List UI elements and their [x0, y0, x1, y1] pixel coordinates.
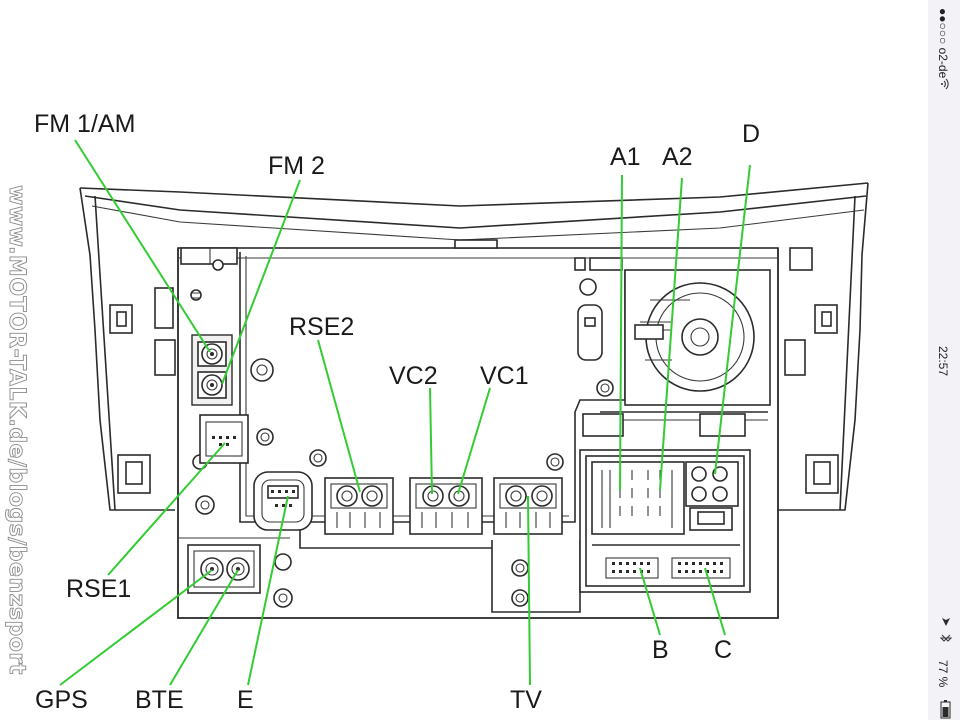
leader-fm1-am: [74, 139, 211, 353]
label-rse1: RSE1: [66, 575, 131, 603]
diagram-labels: FM 1/AM FM 2 RSE2 VC2 VC1 A1 A2 D RSE1 G…: [34, 110, 760, 714]
leader-b: [639, 567, 661, 636]
leader-d: [714, 164, 751, 475]
watermark-text: www.MOTOR-TALK.de/blogs/benzsport: [4, 185, 29, 675]
label-d: D: [742, 120, 760, 148]
leader-tv: [527, 495, 531, 686]
leader-gps: [59, 569, 213, 686]
label-rse2: RSE2: [289, 313, 354, 341]
leader-a2: [659, 177, 683, 491]
connector-rse2: [324, 477, 394, 535]
leader-a1: [619, 174, 623, 491]
bluetooth-icon: [939, 634, 953, 642]
label-fm2: FM 2: [268, 152, 325, 180]
label-fm1-am: FM 1/AM: [34, 110, 135, 138]
status-battery: 77 %: [936, 660, 950, 688]
label-vc1: VC1: [480, 362, 529, 390]
status-time: 22:57: [936, 346, 950, 376]
label-bte: BTE: [135, 686, 184, 714]
location-icon: [942, 618, 950, 626]
leader-c: [704, 567, 726, 636]
connector-main-block: [579, 449, 751, 593]
leader-e: [247, 495, 289, 686]
battery-icon: [940, 700, 951, 719]
label-gps: GPS: [35, 686, 88, 714]
leader-rse2: [317, 339, 361, 493]
wifi-icon: [941, 78, 949, 90]
connector-fm2: [197, 371, 227, 399]
connector-e: [253, 471, 313, 531]
label-c: C: [714, 636, 732, 664]
status-bar: [928, 0, 960, 720]
status-carrier: ●●○○○ o2-de: [936, 8, 950, 79]
label-a2: A2: [662, 143, 693, 171]
label-vc2: VC2: [389, 362, 438, 390]
pins-c: [678, 562, 723, 573]
leader-vc1: [457, 387, 491, 495]
leader-rse1: [107, 442, 226, 576]
connector-vc: [409, 477, 483, 535]
leader-bte: [169, 569, 239, 686]
label-e: E: [237, 686, 254, 714]
leader-fm2: [221, 179, 301, 385]
label-a1: A1: [610, 143, 641, 171]
connector-rse1: [199, 414, 249, 464]
connector-gps-bte: [187, 544, 261, 594]
label-b: B: [652, 636, 669, 664]
leader-vc2: [429, 387, 433, 495]
leader-lines: [59, 139, 751, 686]
label-tv: TV: [510, 686, 542, 714]
